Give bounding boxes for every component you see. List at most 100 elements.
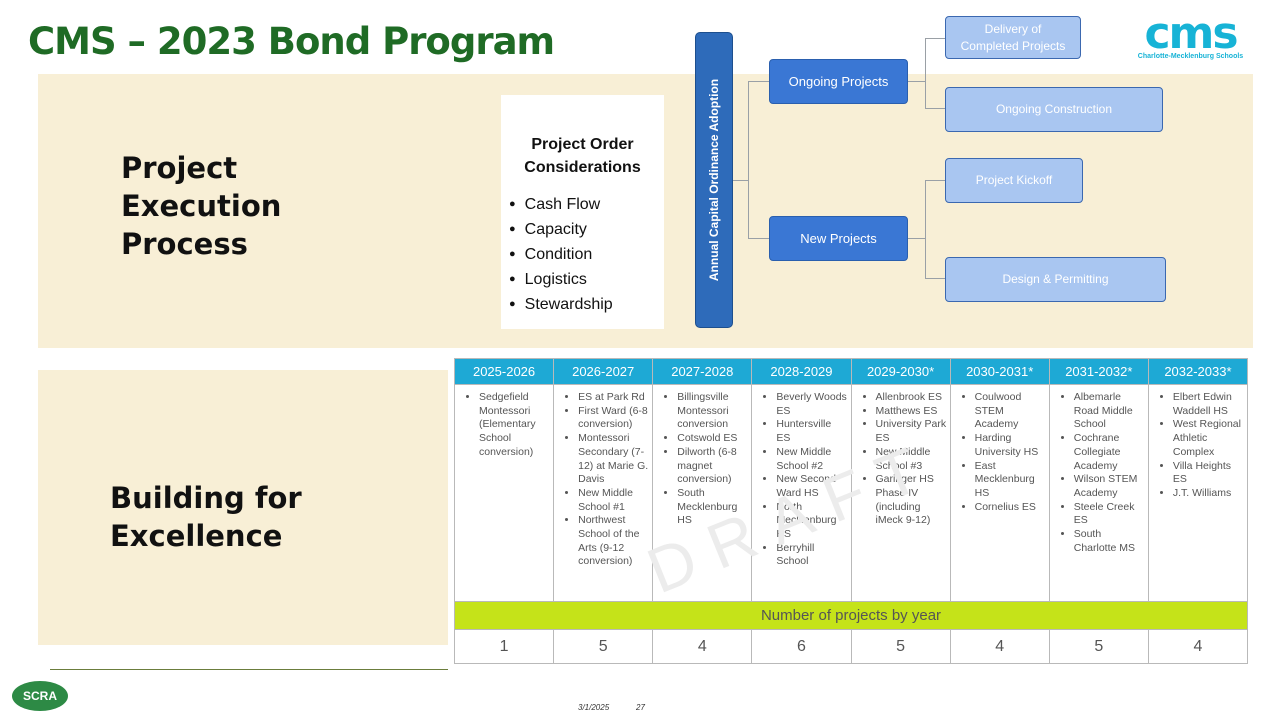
project-count: 5 [553, 629, 654, 664]
adoption-bar: Annual Capital Ordinance Adoption [695, 32, 733, 328]
connector-line [925, 108, 945, 109]
project-item: Montessori Secondary (7-12) at Marie G. … [578, 432, 649, 487]
project-item: New Middle School #3 [876, 446, 947, 473]
project-item: Elbert Edwin Waddell HS [1173, 391, 1244, 418]
footer-date: 3/1/2025 [578, 703, 610, 712]
year-header: 2032-2033* [1147, 358, 1249, 385]
year-projects-cell: Coulwood STEM Academy Harding University… [949, 384, 1050, 602]
logo-wordmark: cms [1144, 8, 1238, 59]
project-item: Berryhill School [776, 542, 847, 569]
project-item: University Park ES [876, 418, 947, 445]
connector-line [731, 180, 749, 181]
year-header: 2027-2028 [652, 358, 753, 385]
project-item: Cotswold ES [677, 432, 748, 446]
connector-line [906, 238, 926, 239]
project-count: 6 [751, 629, 852, 664]
count-row: 1 5 4 6 5 4 5 4 [453, 629, 1249, 664]
scra-logo: SCRA [12, 681, 68, 711]
project-count: 1 [453, 629, 555, 664]
project-item: East Mecklenburg HS [975, 460, 1046, 501]
consideration-item: Stewardship [509, 293, 613, 318]
project-item: Coulwood STEM Academy [975, 391, 1046, 432]
year-header-row: 2025-2026 2026-2027 2027-2028 2028-2029 … [453, 358, 1249, 385]
project-item: Matthews ES [876, 405, 947, 419]
adoption-label: Annual Capital Ordinance Adoption [707, 78, 721, 282]
year-header: 2026-2027 [553, 358, 654, 385]
year-projects-cell: Elbert Edwin Waddell HS West Regional At… [1147, 384, 1249, 602]
project-item: Villa Heights ES [1173, 460, 1244, 487]
connector-line [748, 81, 770, 82]
connector-line [925, 278, 945, 279]
project-item: New Middle School #2 [776, 446, 847, 473]
considerations-list: Cash Flow Capacity Condition Logistics S… [509, 193, 613, 318]
page-title: CMS – 2023 Bond Program [28, 20, 555, 63]
footer-divider [50, 669, 448, 670]
construction-box: Ongoing Construction [945, 87, 1163, 132]
project-count: 4 [949, 629, 1050, 664]
project-item: Billingsville Montessori conversion [677, 391, 748, 432]
project-item: New Middle School #1 [578, 487, 649, 514]
project-item: South Mecklenburg HS [677, 487, 748, 528]
connector-line [925, 180, 945, 181]
connector-line [925, 38, 945, 39]
year-projects-cell: Billingsville Montessori conversion Cots… [652, 384, 753, 602]
project-item: Huntersville ES [776, 418, 847, 445]
kickoff-box: Project Kickoff [945, 158, 1083, 203]
year-projects-cell: Allenbrook ES Matthews ES University Par… [850, 384, 951, 602]
consideration-item: Capacity [509, 218, 613, 243]
connector-line [906, 81, 926, 82]
project-count: 4 [1147, 629, 1249, 664]
connector-line [925, 38, 926, 109]
connector-line [925, 180, 926, 279]
project-item: Steele Creek ES [1074, 501, 1145, 528]
delivery-box: Delivery of Completed Projects [945, 16, 1081, 59]
project-item: South Charlotte MS [1074, 528, 1145, 555]
excellence-panel [38, 370, 448, 645]
project-count: 5 [1048, 629, 1149, 664]
projects-row: Sedgefield Montessori (Elementary School… [453, 384, 1249, 602]
consideration-item: Logistics [509, 268, 613, 293]
project-item: Beverly Woods ES [776, 391, 847, 418]
year-header: 2030-2031* [949, 358, 1050, 385]
connector-line [748, 238, 770, 239]
connector-line [748, 81, 749, 238]
project-count: 5 [850, 629, 951, 664]
page-number: 27 [636, 703, 645, 712]
project-item: Allenbrook ES [876, 391, 947, 405]
project-item: Wilson STEM Academy [1074, 473, 1145, 500]
consideration-item: Condition [509, 243, 613, 268]
year-projects-cell: ES at Park Rd First Ward (6-8 conversion… [553, 384, 654, 602]
project-item: Albemarle Road Middle School [1074, 391, 1145, 432]
project-item: West Regional Athletic Complex [1173, 418, 1244, 459]
year-projects-cell: Sedgefield Montessori (Elementary School… [453, 384, 555, 602]
project-item: Harding University HS [975, 432, 1046, 459]
project-item: New Second Ward HS [776, 473, 847, 500]
new-projects-box: New Projects [769, 216, 908, 261]
consideration-item: Cash Flow [509, 193, 613, 218]
project-count: 4 [652, 629, 753, 664]
execution-heading: Project Execution Process [121, 151, 282, 261]
year-header: 2025-2026 [453, 358, 555, 385]
year-header: 2029-2030* [850, 358, 951, 385]
cms-logo: cms Charlotte-Mecklenburg Schools [1128, 8, 1253, 64]
year-header: 2028-2029 [751, 358, 852, 385]
count-label-row: Number of projects by year [454, 601, 1248, 630]
project-item: Garinger HS Phase IV (including iMeck 9-… [876, 473, 947, 528]
design-box: Design & Permitting [945, 257, 1166, 302]
schedule-table: 2025-2026 2026-2027 2027-2028 2028-2029 … [453, 358, 1249, 664]
project-item: J.T. Williams [1173, 487, 1244, 501]
project-item: Dilworth (6-8 magnet conversion) [677, 446, 748, 487]
project-item: North Mecklenburg HS [776, 501, 847, 542]
considerations-box: Project Order Considerations Cash Flow C… [501, 95, 664, 329]
year-projects-cell: Beverly Woods ES Huntersville ES New Mid… [751, 384, 852, 602]
project-item: First Ward (6-8 conversion) [578, 405, 649, 432]
project-item: ES at Park Rd [578, 391, 649, 405]
project-item: Cochrane Collegiate Academy [1074, 432, 1145, 473]
ongoing-projects-box: Ongoing Projects [769, 59, 908, 104]
project-item: Northwest School of the Arts (9-12 conve… [578, 514, 649, 569]
count-label: Number of projects by year [454, 601, 1248, 630]
project-item: Sedgefield Montessori (Elementary School… [479, 391, 550, 460]
excellence-heading: Building for Excellence [110, 481, 302, 553]
year-projects-cell: Albemarle Road Middle School Cochrane Co… [1048, 384, 1149, 602]
year-header: 2031-2032* [1048, 358, 1149, 385]
